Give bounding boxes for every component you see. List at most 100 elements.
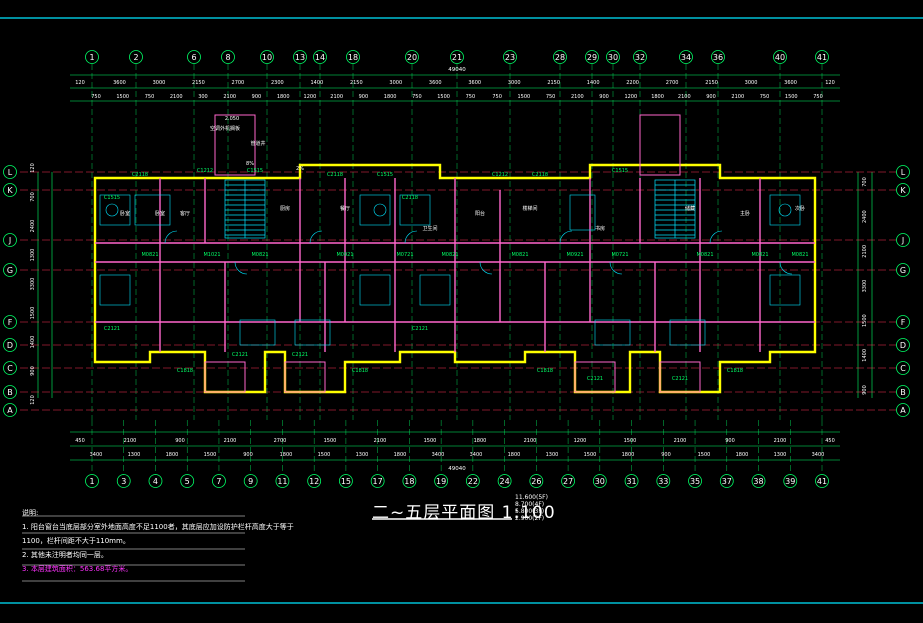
window-label: C1515 — [104, 195, 120, 201]
plan-note: 2.050 — [225, 116, 239, 122]
grid-bubble-bottom-38: 38 — [751, 474, 766, 488]
svg-text:K: K — [7, 186, 13, 195]
svg-text:4: 4 — [153, 477, 158, 486]
grid-bubble-top-14: 14 — [313, 50, 327, 64]
svg-text:20: 20 — [407, 53, 417, 62]
dim-top-2: 750 — [145, 94, 155, 100]
svg-text:8: 8 — [225, 53, 230, 62]
dim-top-2: 750 — [546, 94, 556, 100]
grid-bubble-bottom-7: 7 — [212, 474, 226, 488]
svg-text:G: G — [900, 266, 906, 275]
elevation-list: 11.600(5F) 8.700(4F) 5.800(3F) 2.900(2F) — [515, 494, 548, 522]
grid-bubble-bottom-37: 37 — [719, 474, 734, 488]
grid-bubble-bottom-11: 11 — [275, 474, 290, 488]
dim-bottom-1: 1500 — [324, 438, 337, 444]
grid-bubble-top-41: 41 — [815, 50, 829, 64]
elevation-5f: 11.600(5F) — [515, 494, 548, 501]
svg-text:D: D — [7, 341, 13, 350]
dim-top-2: 1500 — [785, 94, 798, 100]
grid-bubble-right-B: B — [896, 385, 910, 399]
dim-bottom-2: 1500 — [698, 452, 711, 458]
dim-top-2: 1500 — [437, 94, 450, 100]
svg-text:B: B — [7, 388, 13, 397]
grid-axes-horizontal — [20, 171, 903, 411]
door-swings — [164, 230, 793, 275]
dim-top-2: 300 — [198, 94, 208, 100]
svg-text:J: J — [901, 236, 904, 245]
plan-note: 空调外机搁板 — [210, 125, 240, 132]
dim-left: 120 — [30, 163, 36, 173]
svg-text:41: 41 — [817, 477, 827, 486]
dim-top-2: 1500 — [517, 94, 530, 100]
svg-text:12: 12 — [309, 477, 319, 486]
dim-top-1: 3600 — [468, 80, 481, 86]
dim-left: 1400 — [30, 336, 36, 349]
furniture — [99, 194, 801, 346]
door-label: M0721 — [611, 252, 628, 258]
svg-text:L: L — [901, 168, 906, 177]
svg-text:13: 13 — [295, 53, 305, 62]
room-label: 阳台 — [475, 210, 485, 217]
svg-text:33: 33 — [658, 477, 668, 486]
dim-right: 2100 — [862, 245, 868, 258]
svg-text:5: 5 — [185, 477, 190, 486]
dim-top-2: 1200 — [304, 94, 317, 100]
notes-area: 3. 本层建筑面积：563.68平方米。 — [22, 565, 133, 573]
notes-frame — [22, 515, 245, 582]
dim-bottom-1: 2100 — [774, 438, 787, 444]
dim-top-2: 750 — [91, 94, 101, 100]
grid-bubble-bottom-19: 19 — [434, 474, 449, 488]
plan-note: 8% — [246, 161, 254, 167]
dim-top-1: 1400 — [310, 80, 323, 86]
sheet-frame — [0, 17, 923, 604]
grid-bubble-left-F: F — [3, 315, 17, 329]
window-label: C1515 — [377, 172, 393, 178]
dim-top-2: 900 — [359, 94, 369, 100]
dim-bottom-1: 900 — [725, 438, 735, 444]
dim-left: 1500 — [30, 307, 36, 320]
grid-bubble-right-C: C — [896, 361, 910, 375]
svg-text:15: 15 — [341, 477, 351, 486]
balconies — [204, 114, 701, 393]
grid-bubble-left-C: C — [3, 361, 17, 375]
door-label: M1021 — [203, 252, 220, 258]
door-label: M0821 — [791, 252, 808, 258]
dim-top-2: 750 — [492, 94, 502, 100]
dim-bottom-2: 1500 — [204, 452, 217, 458]
window-label: C1818 — [352, 368, 368, 374]
grid-bubble-left-J: J — [3, 233, 17, 247]
dim-top-1: 3000 — [745, 80, 758, 86]
svg-text:30: 30 — [595, 477, 605, 486]
window-label: C2118 — [532, 172, 548, 178]
door-label: M0821 — [751, 252, 768, 258]
svg-text:11: 11 — [277, 477, 287, 486]
grid-bubble-bottom-3: 3 — [116, 474, 131, 488]
svg-text:24: 24 — [500, 477, 510, 486]
dim-top-2: 900 — [252, 94, 262, 100]
grid-bubble-bottom-30: 30 — [592, 474, 607, 488]
dim-bottom-2: 3400 — [812, 452, 825, 458]
grid-bubble-top-18: 18 — [346, 50, 360, 64]
dim-bottom-2: 1300 — [128, 452, 141, 458]
grid-bubble-bottom-27: 27 — [561, 474, 575, 488]
grid-bubble-top-40: 40 — [773, 50, 787, 64]
room-label: 卫生间 — [422, 225, 437, 232]
dim-bottom-1: 2100 — [374, 438, 387, 444]
grid-bubble-right-D: D — [896, 338, 910, 352]
window-label: C1818 — [537, 368, 553, 374]
svg-text:3: 3 — [121, 477, 126, 486]
svg-text:27: 27 — [563, 477, 573, 486]
drawing-title: 二~五层平面图 1:100 — [372, 503, 556, 523]
grid-bubble-top-29: 29 — [585, 50, 599, 64]
grid-bubble-top-32: 32 — [633, 50, 647, 64]
dim-bottom-1: 2100 — [124, 438, 137, 444]
svg-text:35: 35 — [690, 477, 700, 486]
window-label: C2118 — [327, 172, 343, 178]
dim-left: 3300 — [30, 278, 36, 291]
grid-bubble-right-L: L — [896, 165, 910, 179]
grid-bubble-left-G: G — [3, 263, 17, 277]
grid-bubble-top-8: 8 — [221, 50, 235, 64]
svg-text:F: F — [901, 318, 906, 327]
svg-text:L: L — [8, 168, 13, 177]
dim-top-2: 1200 — [624, 94, 637, 100]
